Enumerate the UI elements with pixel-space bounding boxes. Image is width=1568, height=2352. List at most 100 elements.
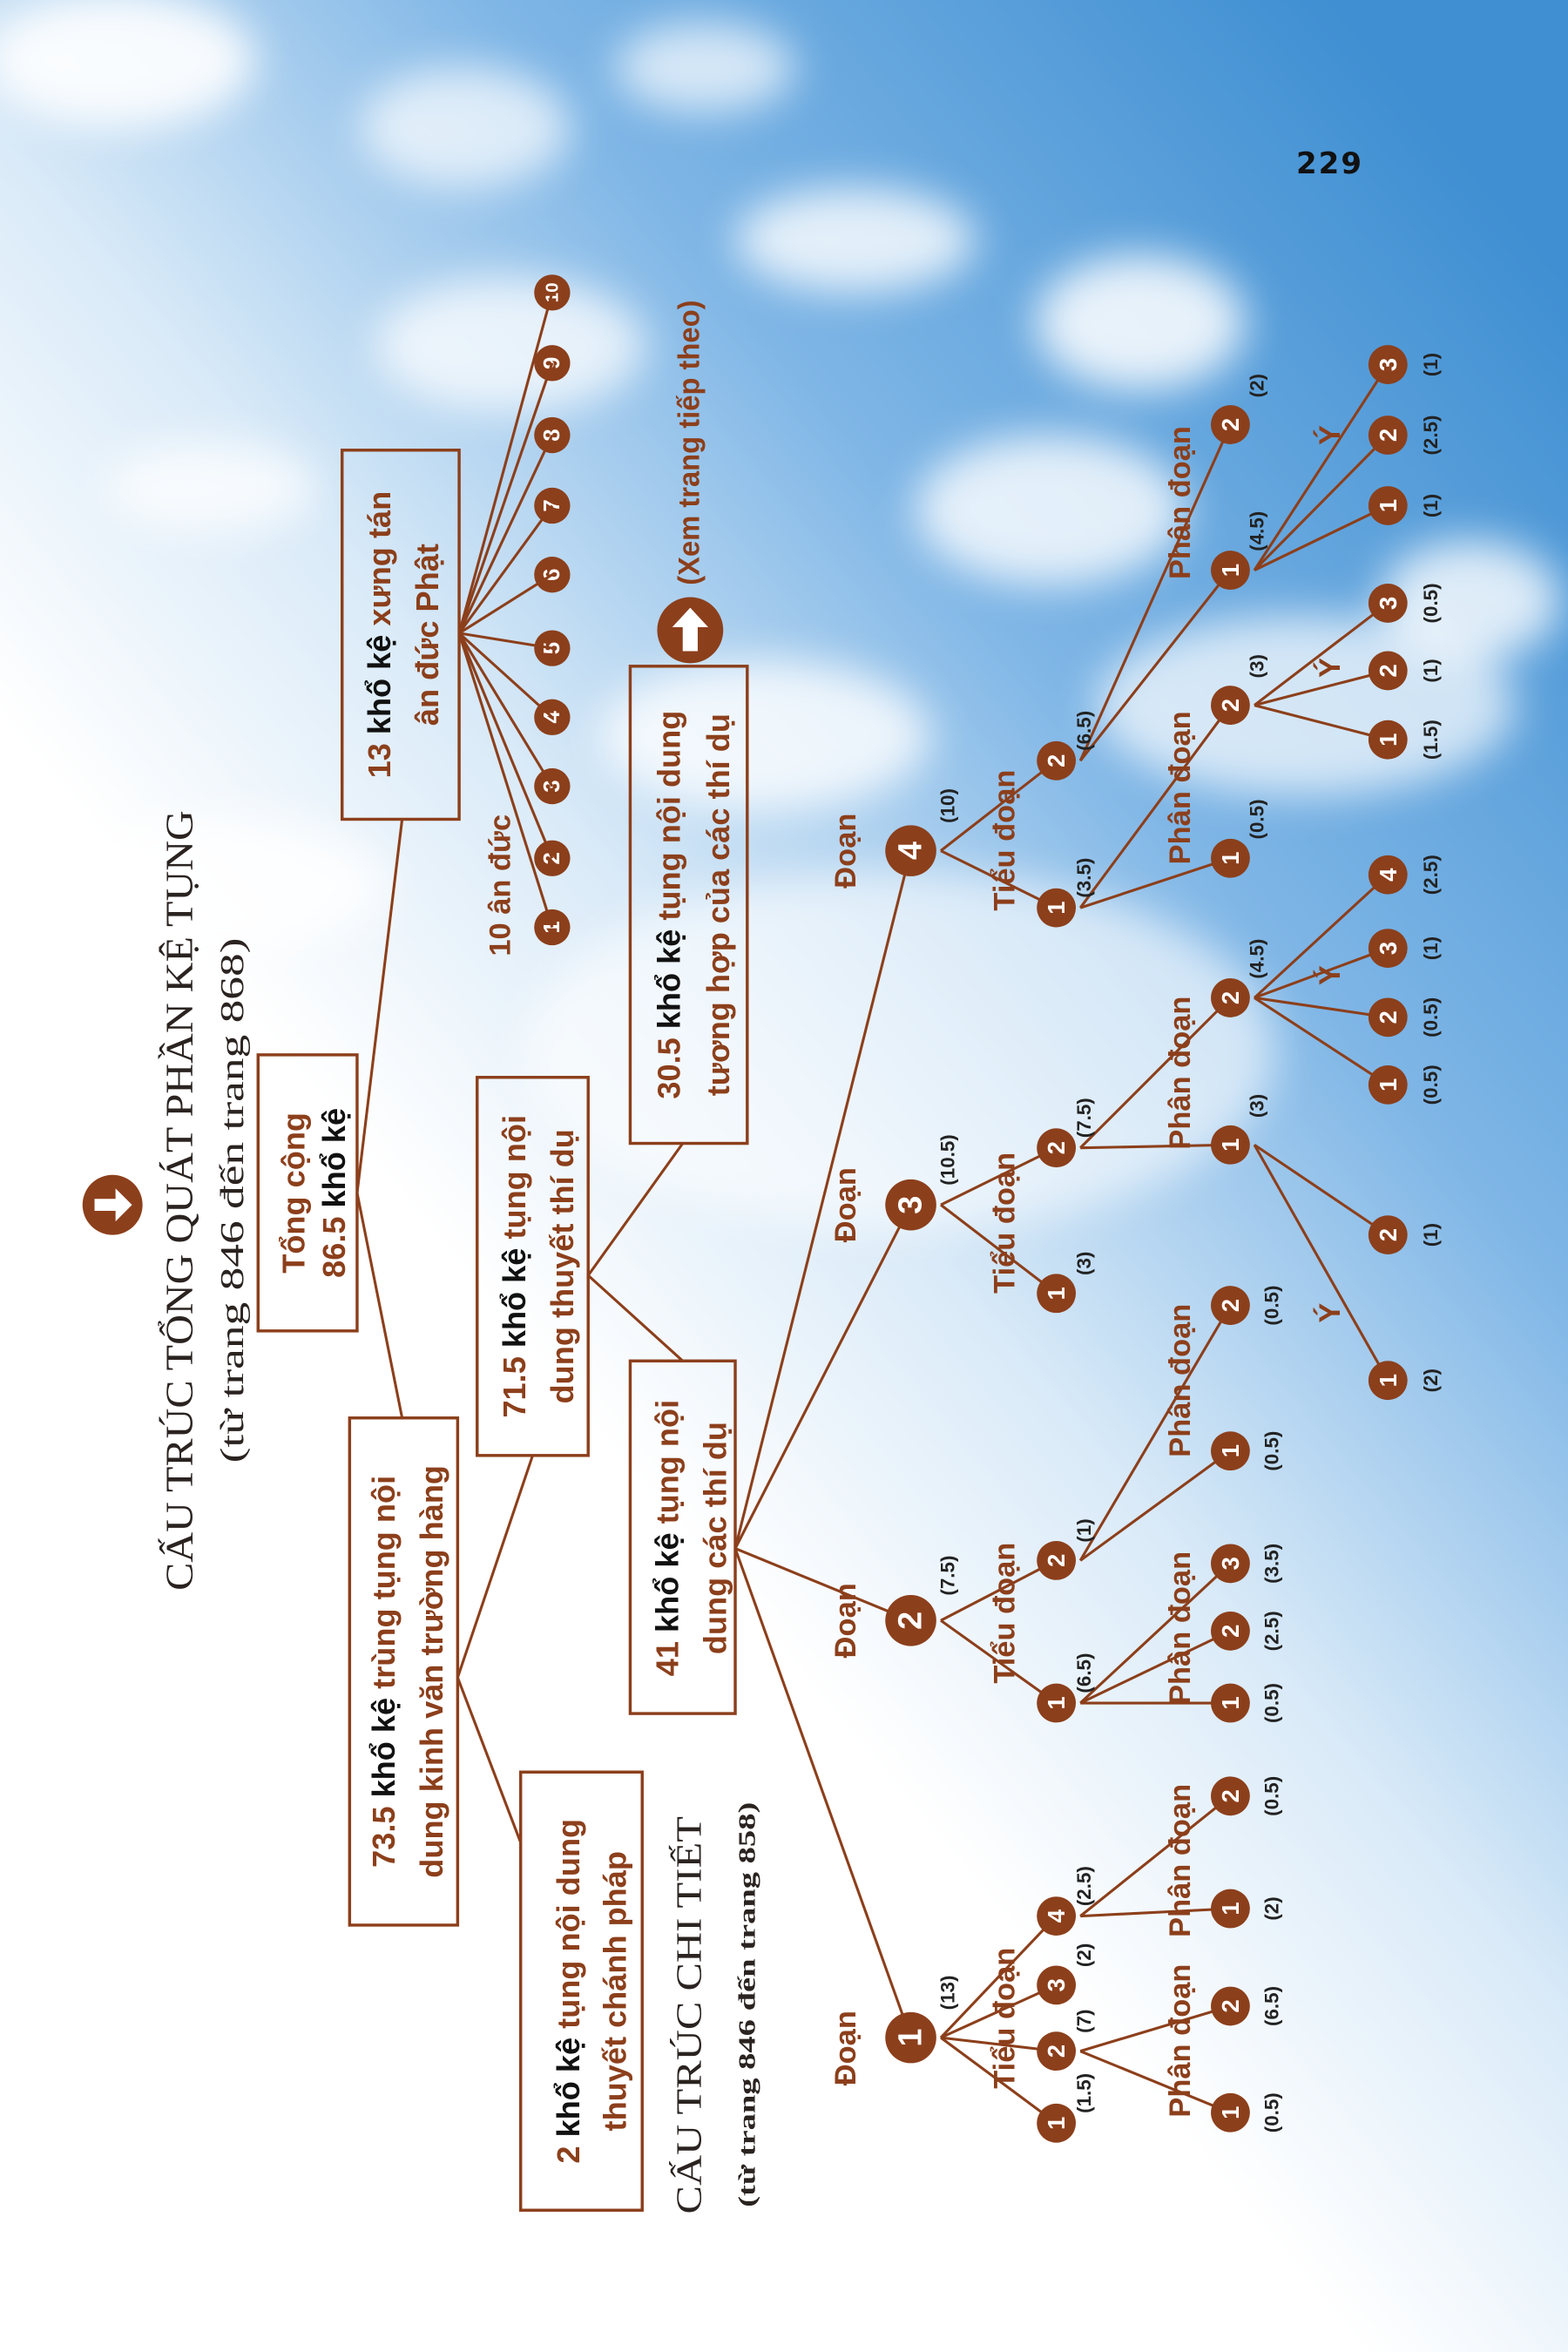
tieu-doan-value: (6.5) — [1073, 1653, 1095, 1693]
continue-note: (Xem trang tiếp theo) — [673, 300, 706, 585]
level-label-y: Ý — [1312, 1303, 1347, 1323]
doan-circle — [885, 1595, 936, 1646]
tree-edge — [1254, 947, 1389, 999]
y-number: 3 — [1375, 942, 1402, 955]
level-label-doan: Đoạn — [829, 814, 862, 889]
y-circle — [1368, 651, 1408, 691]
tieu-doan-number: 2 — [1043, 754, 1070, 767]
tree-edges — [457, 292, 1389, 2125]
y-number: 1 — [1375, 733, 1402, 747]
level-label-phan-doan: Phân đoạn — [1164, 1551, 1197, 1705]
level-label-y: Ý — [1312, 425, 1347, 445]
phan-doan-node: 1(0.5) — [1211, 799, 1267, 878]
doan-node: 2(7.5) — [885, 1556, 959, 1646]
tree-edge — [1078, 1304, 1232, 1562]
doan-number: 3 — [893, 1196, 929, 1214]
doan-number: 1 — [893, 2029, 929, 2047]
box-repeat: 73.5 khổ kệ trùng tụng nội dung kinh văn… — [348, 1416, 460, 1927]
tree-edge — [733, 1204, 912, 1550]
tieu-doan-circle — [1037, 1274, 1077, 1314]
tieu-doan-number: 1 — [1043, 901, 1070, 914]
tree-edge — [940, 1146, 1058, 1206]
phan-doan-circle — [1211, 1125, 1250, 1165]
box-praise-line2: ân đức Phật — [409, 544, 445, 726]
box-dharma-line1: 2 khổ kệ tụng nội dung — [551, 1819, 586, 2164]
tree-edge — [939, 1915, 1058, 2039]
tree-edge — [940, 2036, 1058, 2125]
tieu-doan-number: 1 — [1043, 1287, 1070, 1300]
tree-edge — [1253, 874, 1389, 999]
phan-doan-node: 1(3) — [1211, 1094, 1267, 1165]
doan-value: (10) — [937, 788, 959, 823]
next-page-arrow-icon — [657, 597, 724, 664]
tieu-doan-number: 1 — [1043, 2117, 1070, 2130]
tieu-doan-node: 4(2.5) — [1037, 1866, 1095, 1936]
y-value: (1) — [1420, 494, 1442, 517]
y-circle — [1368, 855, 1408, 895]
level-label-phan-doan: Phân đoạn — [1164, 1784, 1197, 1937]
an-duc-connector — [458, 573, 553, 635]
phan-doan-number: 1 — [1217, 1444, 1244, 1457]
level-label-phan-doan: Phân đoạn — [1164, 1964, 1197, 2118]
tree-edge — [1254, 996, 1389, 1019]
tieu-doan-node: 1(6.5) — [1037, 1653, 1095, 1723]
tieu-doan-circle — [1037, 740, 1077, 781]
y-value: (2.5) — [1420, 416, 1442, 456]
phan-doan-value: (3.5) — [1261, 1544, 1283, 1584]
an-duc-connector — [457, 292, 554, 634]
tree-edge — [1254, 1143, 1389, 1236]
an-duc-item: 6 — [534, 557, 571, 593]
y-circle — [1368, 929, 1408, 969]
phan-doan-value: (0.5) — [1261, 1683, 1283, 1723]
phan-doan-value: (2) — [1246, 374, 1267, 397]
box-parables: 71.5 khổ kệ tụng nội dung thuyết thí dụ — [476, 1076, 590, 1457]
phan-doan-node: 1(2) — [1211, 1889, 1283, 1929]
phan-doan-node: 1(0.5) — [1211, 1683, 1283, 1723]
phan-doan-number: 3 — [1217, 1557, 1244, 1570]
y-number: 1 — [1375, 1374, 1402, 1387]
level-label-doan: Đoạn — [829, 1167, 862, 1242]
box-dharma-line2: thuyết chánh pháp — [597, 1851, 632, 2131]
box-repeat-line2: dung kinh văn trường hàng — [414, 1465, 449, 1878]
tieu-doan-node: 2(7) — [1037, 2010, 1095, 2072]
tieu-doan-node: 1(1.5) — [1037, 2073, 1095, 2143]
phan-doan-value: (0.5) — [1261, 2092, 1283, 2132]
tree-edge — [1080, 1143, 1231, 1150]
y-node: 1(1.5) — [1368, 720, 1442, 760]
tieu-doan-circle — [1037, 2031, 1077, 2072]
phan-doan-circle — [1211, 1683, 1250, 1723]
level-label-tieu-doan: Tiểu đoạn — [988, 1948, 1021, 2089]
y-circle — [1368, 486, 1408, 525]
phan-doan-node: 2(4.5) — [1211, 939, 1267, 1017]
tree-edge — [940, 760, 1058, 852]
tree-edge — [940, 1619, 1058, 1705]
tree-edge — [1079, 1794, 1232, 1917]
doan-value: (7.5) — [937, 1556, 959, 1596]
y-value: (1) — [1420, 353, 1442, 376]
tree-edge — [733, 850, 913, 1549]
an-duc-connector — [458, 632, 553, 650]
doan-circle — [885, 1179, 936, 1231]
y-number: 3 — [1375, 358, 1402, 371]
y-node: 3(0.5) — [1368, 583, 1442, 623]
y-value: (0.5) — [1420, 1064, 1442, 1105]
tree-edge — [940, 849, 1058, 909]
phan-doan-number: 1 — [1217, 564, 1244, 577]
tree-edge — [1253, 1144, 1389, 1382]
y-number: 2 — [1375, 664, 1402, 677]
phan-doan-value: (2) — [1261, 1896, 1283, 1920]
tieu-doan-value: (3) — [1073, 1252, 1095, 1275]
phan-doan-circle — [1211, 1286, 1250, 1325]
tree-edge — [1254, 504, 1389, 571]
page-number: 229 — [1296, 146, 1363, 181]
an-duc-label: 10 ân đức — [484, 814, 517, 956]
tieu-doan-circle — [1037, 888, 1077, 928]
tree-edge — [734, 1547, 912, 1622]
y-value: (0.5) — [1420, 997, 1442, 1037]
phan-doan-number: 2 — [1217, 991, 1244, 1004]
tree-edge — [1079, 1562, 1232, 1705]
y-number: 1 — [1375, 499, 1402, 512]
level-label-tieu-doan: Tiểu đoạn — [988, 770, 1021, 911]
